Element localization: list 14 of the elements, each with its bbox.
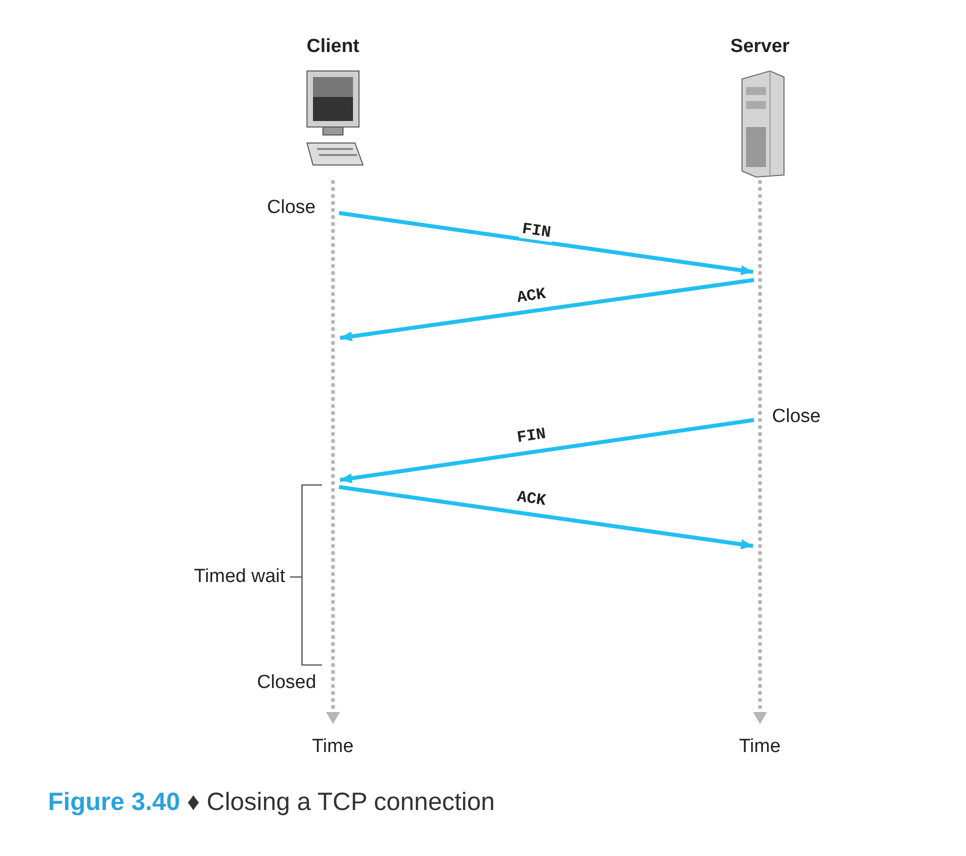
arrow [338,485,754,550]
participant-name: Server [729,35,791,59]
state-label: Close [267,196,316,220]
edge-label: FIN [518,220,554,242]
state-label: Close [772,405,821,429]
state-label: Timed wait [194,565,286,589]
arrow [340,278,754,342]
arrow [338,211,754,276]
participant-name: Client [306,35,360,59]
arrow [340,418,754,484]
state-label: Closed [257,671,316,695]
axis-label: Time [739,735,781,759]
axis-label: Time [312,735,354,759]
caption: Figure 3.40 ♦ Closing a TCP connection [48,788,495,817]
